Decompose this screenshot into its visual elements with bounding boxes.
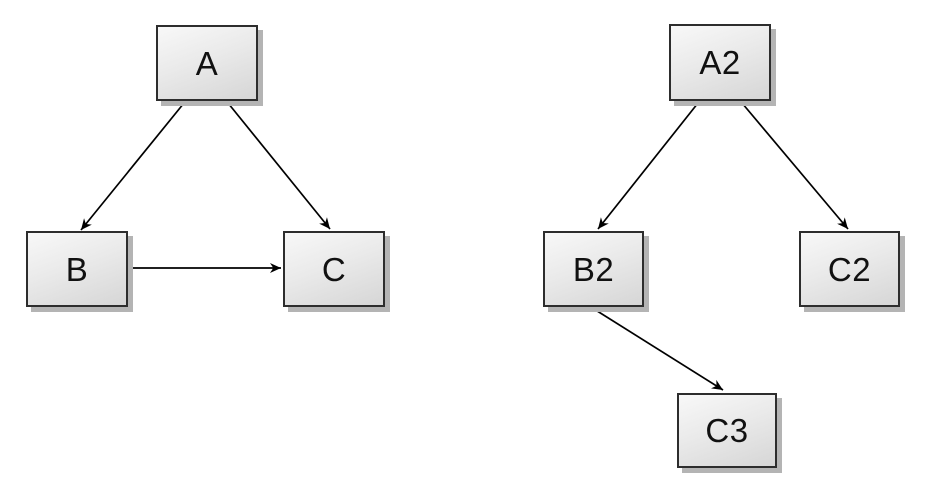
edge-a2-to-b2 [597, 102, 699, 230]
node-a2: A2 [669, 24, 771, 101]
node-c-label: C [321, 250, 347, 288]
node-c: C [283, 231, 385, 307]
node-c3-label: C3 [705, 412, 749, 449]
node-c2: C2 [799, 231, 900, 307]
node-c2-label: C2 [827, 250, 872, 288]
node-b: B [26, 231, 128, 307]
edge-a2-to-c2 [741, 102, 849, 230]
edge-a-to-b [80, 102, 185, 231]
node-b-label: B [65, 250, 89, 288]
node-b2-label: B2 [572, 250, 615, 288]
node-a-label: A [195, 44, 219, 82]
node-a: A [156, 25, 258, 101]
node-b2: B2 [543, 231, 644, 307]
edge-b2-to-c3 [593, 308, 724, 391]
edge-a-to-c [227, 102, 331, 230]
node-c3: C3 [677, 393, 777, 468]
node-a2-label: A2 [699, 44, 741, 81]
